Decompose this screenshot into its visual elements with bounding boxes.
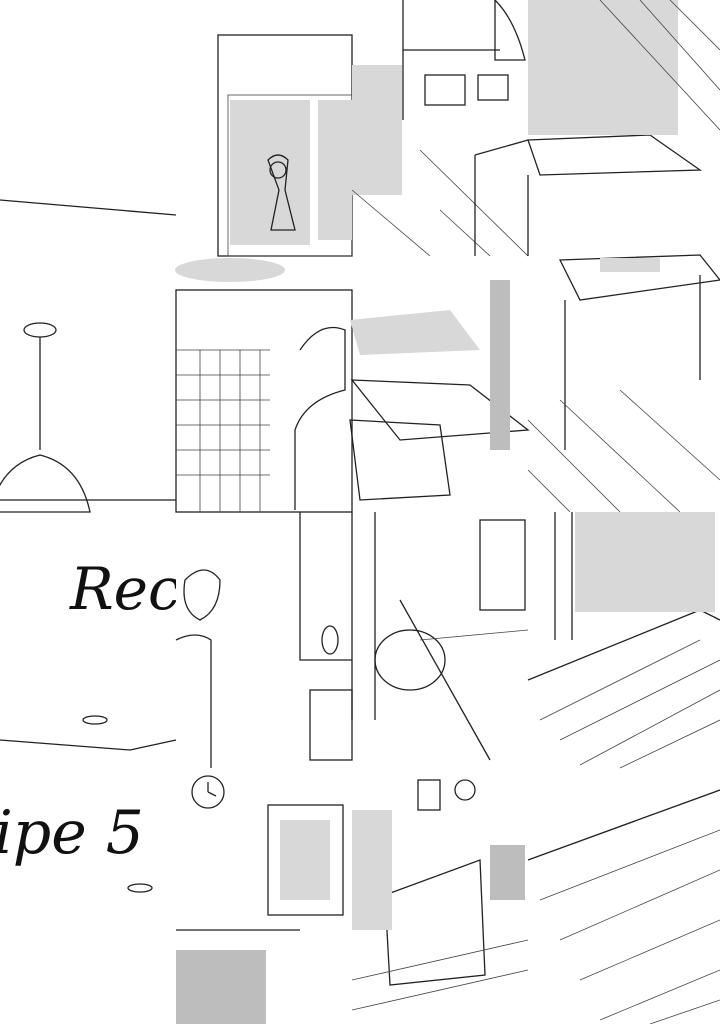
tile-window-girl — [217, 34, 353, 257]
tile-pendant-lamp — [0, 322, 176, 513]
tile-ceiling-lamp — [0, 199, 177, 216]
tile-mirror-shelf — [351, 779, 529, 1011]
chapter-title-part2: cipe 5 — [0, 798, 144, 868]
tile-table — [474, 0, 720, 256]
tile-shoji-door — [175, 258, 353, 513]
tile-man-figure — [175, 512, 353, 768]
title-tile-top: Rec — [0, 512, 176, 768]
tile-clock-frame — [176, 775, 344, 1024]
tile-vacuum — [351, 512, 529, 761]
tile-room-shelf — [351, 0, 529, 257]
title-tile-bottom: cipe 5 — [0, 768, 176, 1024]
tile-ceiling-title — [0, 715, 177, 751]
tile-cleaning-table — [349, 280, 530, 501]
chapter-title-part1: Rec — [70, 555, 176, 623]
tile-wood-floor — [527, 789, 720, 1024]
tile-ceiling-light — [127, 883, 153, 893]
tile-table-legs — [527, 254, 720, 513]
tile-floor — [527, 512, 720, 769]
